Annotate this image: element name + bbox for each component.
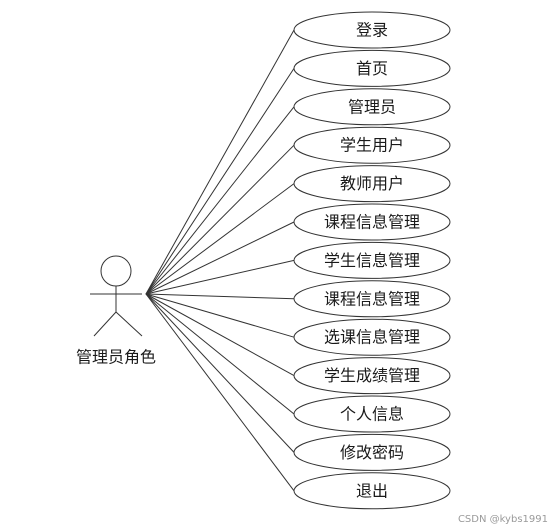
use-case-label: 学生用户 [340, 136, 404, 155]
use-case-label: 学生成绩管理 [324, 366, 420, 385]
actor: 管理员角色 [76, 255, 156, 367]
actor-label: 管理员角色 [76, 348, 156, 367]
use-case-ellipse [293, 49, 451, 87]
connector-line [145, 293, 295, 492]
use-case-label: 教师用户 [340, 174, 404, 193]
use-case-ellipse [293, 433, 451, 471]
connector-line [145, 293, 295, 338]
use-case-ellipse [293, 395, 451, 433]
connector-line [145, 144, 295, 295]
connector-line [145, 29, 295, 295]
use-case: 教师用户 [293, 165, 451, 203]
use-case: 课程信息管理 [293, 280, 451, 318]
connector-line [145, 293, 295, 300]
actor-right-leg [115, 311, 143, 337]
use-case-group: 登录首页管理员学生用户教师用户课程信息管理学生信息管理课程信息管理选课信息管理学… [293, 11, 451, 510]
use-case-ellipse [293, 203, 451, 241]
use-case-label: 课程信息管理 [324, 213, 420, 232]
connector-line [145, 293, 295, 415]
use-case: 学生用户 [293, 126, 451, 164]
use-case: 学生信息管理 [293, 241, 451, 279]
use-case: 选课信息管理 [293, 318, 451, 356]
use-case: 首页 [293, 49, 451, 87]
use-case-ellipse [293, 11, 451, 49]
use-case-ellipse [293, 472, 451, 510]
connector-group [145, 29, 295, 492]
use-case-label: 个人信息 [340, 405, 404, 424]
use-case-ellipse [293, 165, 451, 203]
connector-line [145, 221, 295, 295]
use-case: 修改密码 [293, 433, 451, 471]
use-case: 登录 [293, 11, 451, 49]
actor-head [100, 255, 132, 287]
use-case: 学生成绩管理 [293, 357, 451, 395]
connector-line [145, 293, 295, 453]
connector-line [145, 293, 295, 377]
use-case-label: 课程信息管理 [324, 289, 420, 308]
connector-line [145, 259, 295, 295]
use-case-ellipse [293, 280, 451, 318]
use-case-label: 管理员 [348, 97, 396, 116]
use-case: 个人信息 [293, 395, 451, 433]
use-case-ellipse [293, 318, 451, 356]
use-case-label: 退出 [356, 481, 388, 500]
connector-line [145, 183, 295, 295]
use-case: 退出 [293, 472, 451, 510]
use-case-ellipse [293, 241, 451, 279]
use-case: 管理员 [293, 88, 451, 126]
watermark-text: CSDN @kybs1991 [458, 514, 548, 525]
use-case-ellipse [293, 88, 451, 126]
use-case-label: 修改密码 [340, 443, 404, 462]
use-case: 课程信息管理 [293, 203, 451, 241]
use-case-label: 选课信息管理 [324, 328, 420, 347]
use-case-label: 登录 [356, 21, 388, 40]
actor-left-leg [93, 311, 117, 337]
use-case-ellipse [293, 126, 451, 164]
use-case-label: 学生信息管理 [324, 251, 420, 270]
use-case-label: 首页 [356, 59, 388, 78]
use-case-ellipse [293, 357, 451, 395]
connector-line [145, 68, 295, 295]
connector-line [145, 106, 295, 295]
